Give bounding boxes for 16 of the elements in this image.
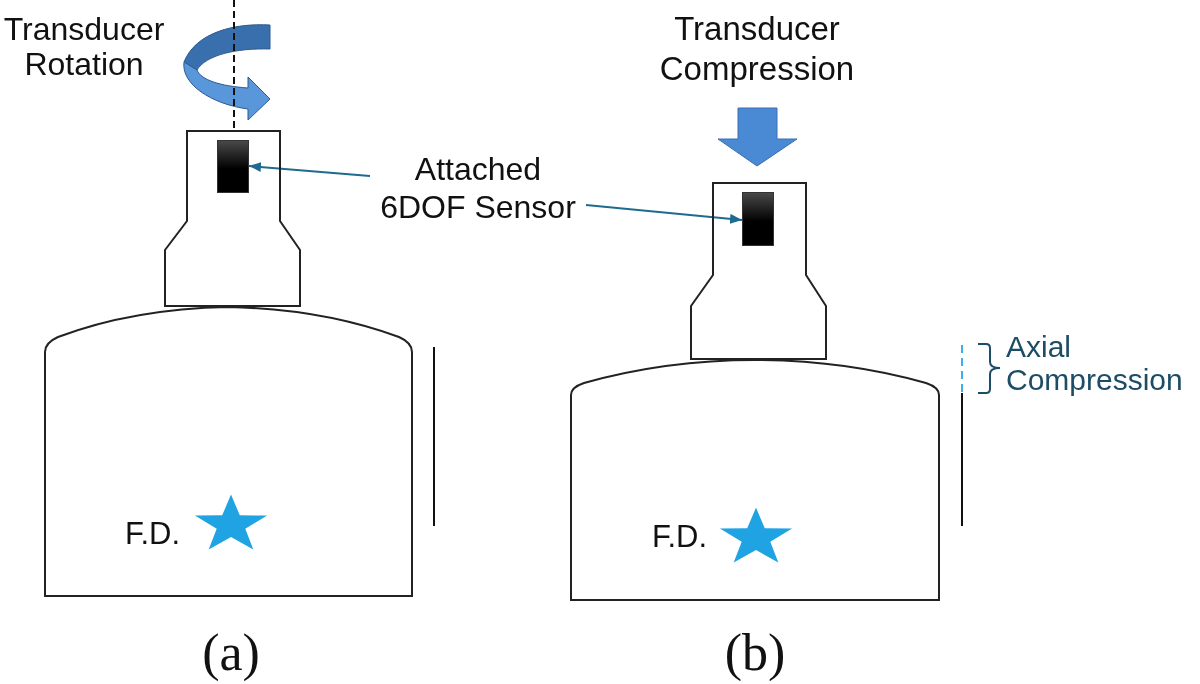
callout-label: Attached 6DOF Sensor bbox=[370, 150, 586, 226]
panel-label: (a) bbox=[201, 623, 261, 683]
axial-compression-label: Axial Compression bbox=[1006, 330, 1184, 396]
sensor-block bbox=[217, 140, 249, 193]
phantom-block bbox=[44, 306, 413, 596]
transducer-probe bbox=[165, 131, 300, 306]
rotation-label: Transducer Rotation bbox=[2, 12, 166, 82]
phantom-block bbox=[570, 359, 940, 600]
leader-line bbox=[585, 204, 743, 224]
fd-label: F.D. bbox=[125, 517, 181, 551]
sensor-block bbox=[742, 192, 774, 246]
fd-label: F.D. bbox=[652, 520, 708, 554]
transducer-probe bbox=[691, 183, 826, 359]
leader-line bbox=[248, 162, 371, 177]
panel-label: (b) bbox=[723, 623, 787, 683]
compression-label: Transducer Compression bbox=[658, 9, 856, 89]
